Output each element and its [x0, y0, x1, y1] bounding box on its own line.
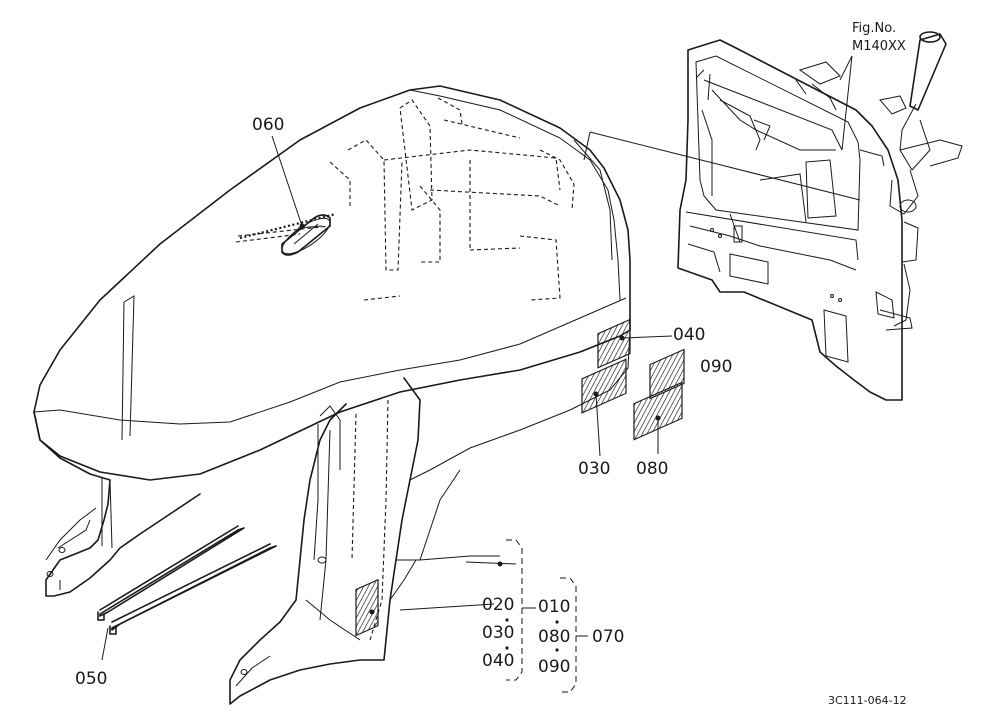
group-right-item-1: 080 — [538, 627, 570, 647]
fig-number: M140XX — [852, 39, 906, 54]
callout-040: 040 — [673, 325, 705, 345]
decal-040 — [597, 318, 631, 369]
callout-070: 070 — [592, 627, 624, 647]
callout-060: 060 — [252, 115, 284, 135]
left-side-panel — [33, 295, 201, 597]
callout-080: 080 — [636, 459, 668, 479]
decal-020 — [355, 578, 379, 637]
decal-030 — [581, 358, 627, 414]
drawing-code: 3C111-064-12 — [828, 694, 907, 707]
group-left-item-1: 030 — [482, 623, 514, 643]
leader-lines — [101, 55, 861, 661]
right-side-panel — [229, 329, 631, 705]
bracket-groups — [505, 539, 588, 693]
group-left-item-2: 040 — [482, 651, 514, 671]
steering-column — [795, 31, 963, 331]
dash-panel — [677, 39, 903, 401]
callout-090: 090 — [700, 357, 732, 377]
fig-label: Fig.No. — [852, 21, 896, 36]
group-right-item-2: 090 — [538, 657, 570, 677]
group-left-item-0: 020 — [482, 595, 514, 615]
bonnet — [33, 85, 631, 481]
callout-030: 030 — [578, 459, 610, 479]
callout-050: 050 — [75, 669, 107, 689]
group-right-item-0: 010 — [538, 597, 570, 617]
rubber-strips — [97, 525, 277, 635]
